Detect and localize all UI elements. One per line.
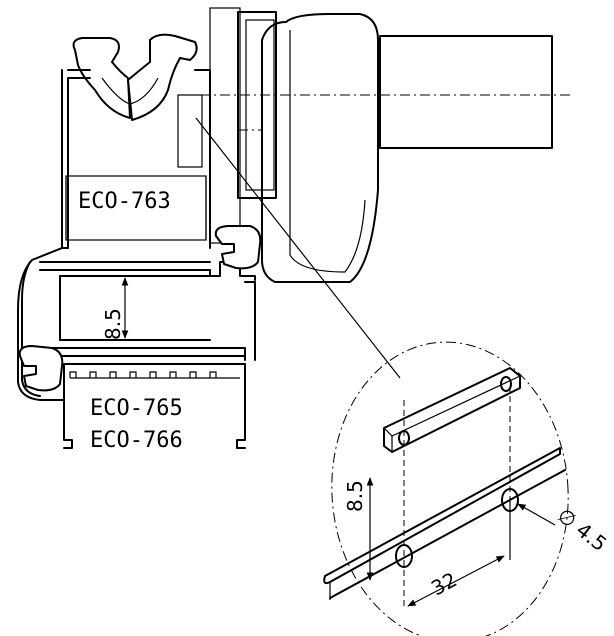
label-eco-763: ECO-763 — [78, 189, 171, 214]
dimension-hole-diameter: ∅ 4.5 — [553, 503, 612, 556]
dimension-hole-spacing: 32 — [427, 567, 461, 600]
frame-profile — [17, 33, 262, 449]
leader-line — [195, 117, 401, 379]
handle-assembly — [200, 7, 570, 283]
label-eco-766: ECO-766 — [90, 428, 183, 453]
dimension-channel-height: 8.5 — [101, 308, 125, 340]
label-eco-765: ECO-765 — [90, 396, 183, 421]
detail-view — [323, 341, 569, 636]
dimension-detail-height: 8.5 — [343, 480, 367, 512]
